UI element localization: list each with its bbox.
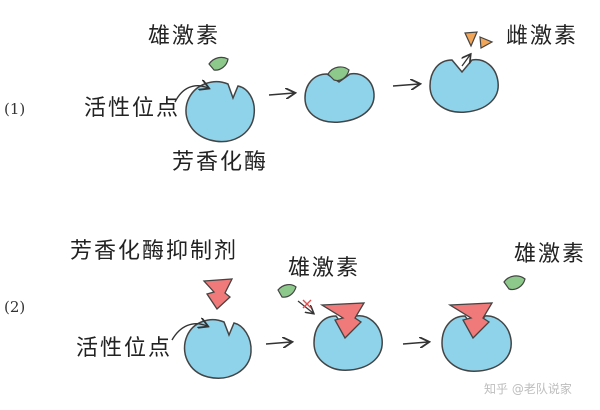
- panel-2-number: (2): [4, 298, 26, 316]
- inhibitor-1: [202, 278, 234, 310]
- blocked-cross-icon: [302, 299, 312, 309]
- right-arrow-3: [265, 342, 291, 344]
- panel-1-active-site-label: 活性位点: [84, 96, 181, 121]
- androgen-leaf-3: [277, 284, 297, 298]
- estrogen-fragment-1: [464, 31, 478, 48]
- right-arrow-4: [402, 342, 428, 344]
- androgen-leaf-2: [327, 66, 350, 82]
- watermark: 知乎 @老队说家: [484, 382, 572, 396]
- estrogen-fragment-2: [479, 36, 494, 49]
- right-arrow-2: [392, 84, 419, 86]
- enzyme-3: [429, 58, 499, 113]
- androgen-leaf-1: [208, 56, 229, 71]
- inhibitor-2: [319, 302, 366, 340]
- curved-arrow-2: [171, 324, 207, 341]
- enzyme-2: [304, 72, 375, 123]
- panel-2-inhibitor-label: 芳香化酶抑制剂: [70, 239, 239, 264]
- release-arrow: [462, 55, 470, 67]
- panel-1-number: (1): [4, 100, 26, 118]
- right-arrow-1: [268, 93, 294, 95]
- inhibitor-3: [447, 302, 494, 340]
- panel-2-active-site-label: 活性位点: [76, 336, 173, 361]
- curved-arrow-1: [174, 86, 208, 103]
- enzyme-5: [313, 315, 383, 371]
- panel-2-testosterone-free-label: 雄激素: [514, 242, 587, 267]
- enzyme-6: [441, 315, 512, 372]
- blocked-arrow: [297, 300, 313, 313]
- panel-1-testosterone-label: 雄激素: [148, 24, 221, 49]
- panel-2-testosterone-blocked-label: 雄激素: [288, 256, 361, 281]
- enzyme-4: [183, 318, 252, 379]
- panel-1-enzyme-label: 芳香化酶: [172, 150, 269, 175]
- panel-1-estrogen-label: 雌激素: [506, 24, 579, 49]
- androgen-leaf-4: [503, 275, 526, 291]
- enzyme-1: [185, 80, 256, 143]
